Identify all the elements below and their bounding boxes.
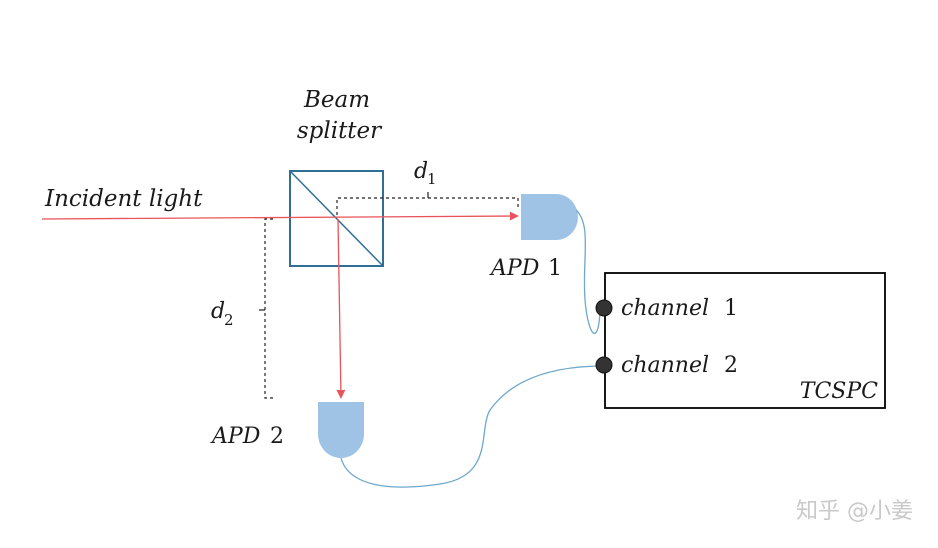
d1-label: d — [414, 159, 428, 184]
beam-splitter-label-line2: splitter — [297, 118, 383, 144]
beam-splitter-diagonal — [289, 170, 384, 267]
beam-splitter-label-line1: Beam — [303, 87, 370, 113]
apd2-number: 2 — [270, 424, 284, 449]
apd1-label: APD — [489, 256, 540, 281]
channel1-number: 1 — [724, 296, 738, 321]
tcspc-box — [604, 272, 886, 409]
d2-subscript: 2 — [224, 311, 234, 329]
channel2-number: 2 — [724, 353, 738, 378]
beam-splitter-cube — [289, 170, 384, 267]
apd2-detector — [318, 402, 364, 458]
cable-apd1-channel1 — [575, 209, 605, 335]
apd1-detector — [521, 194, 578, 240]
incident-light-label: Incident light — [44, 186, 203, 212]
apd1-number: 1 — [548, 256, 562, 281]
watermark: 知乎 @小姜 — [796, 499, 913, 524]
channel2-connector — [595, 356, 613, 374]
d1-subscript: 1 — [427, 170, 437, 188]
reflected-beam — [336, 218, 346, 399]
cable-apd2-channel2 — [340, 365, 605, 488]
incident-beam — [41, 211, 519, 221]
d2-label: d — [211, 299, 225, 324]
apd2-label: APD — [210, 424, 261, 449]
channel1-connector — [595, 299, 613, 317]
d2-bracket — [264, 218, 275, 399]
d1-bracket — [336, 197, 519, 215]
channel2-label: channel — [621, 353, 709, 378]
channel1-label: channel — [621, 296, 709, 321]
tcspc-label: TCSPC — [800, 379, 878, 404]
